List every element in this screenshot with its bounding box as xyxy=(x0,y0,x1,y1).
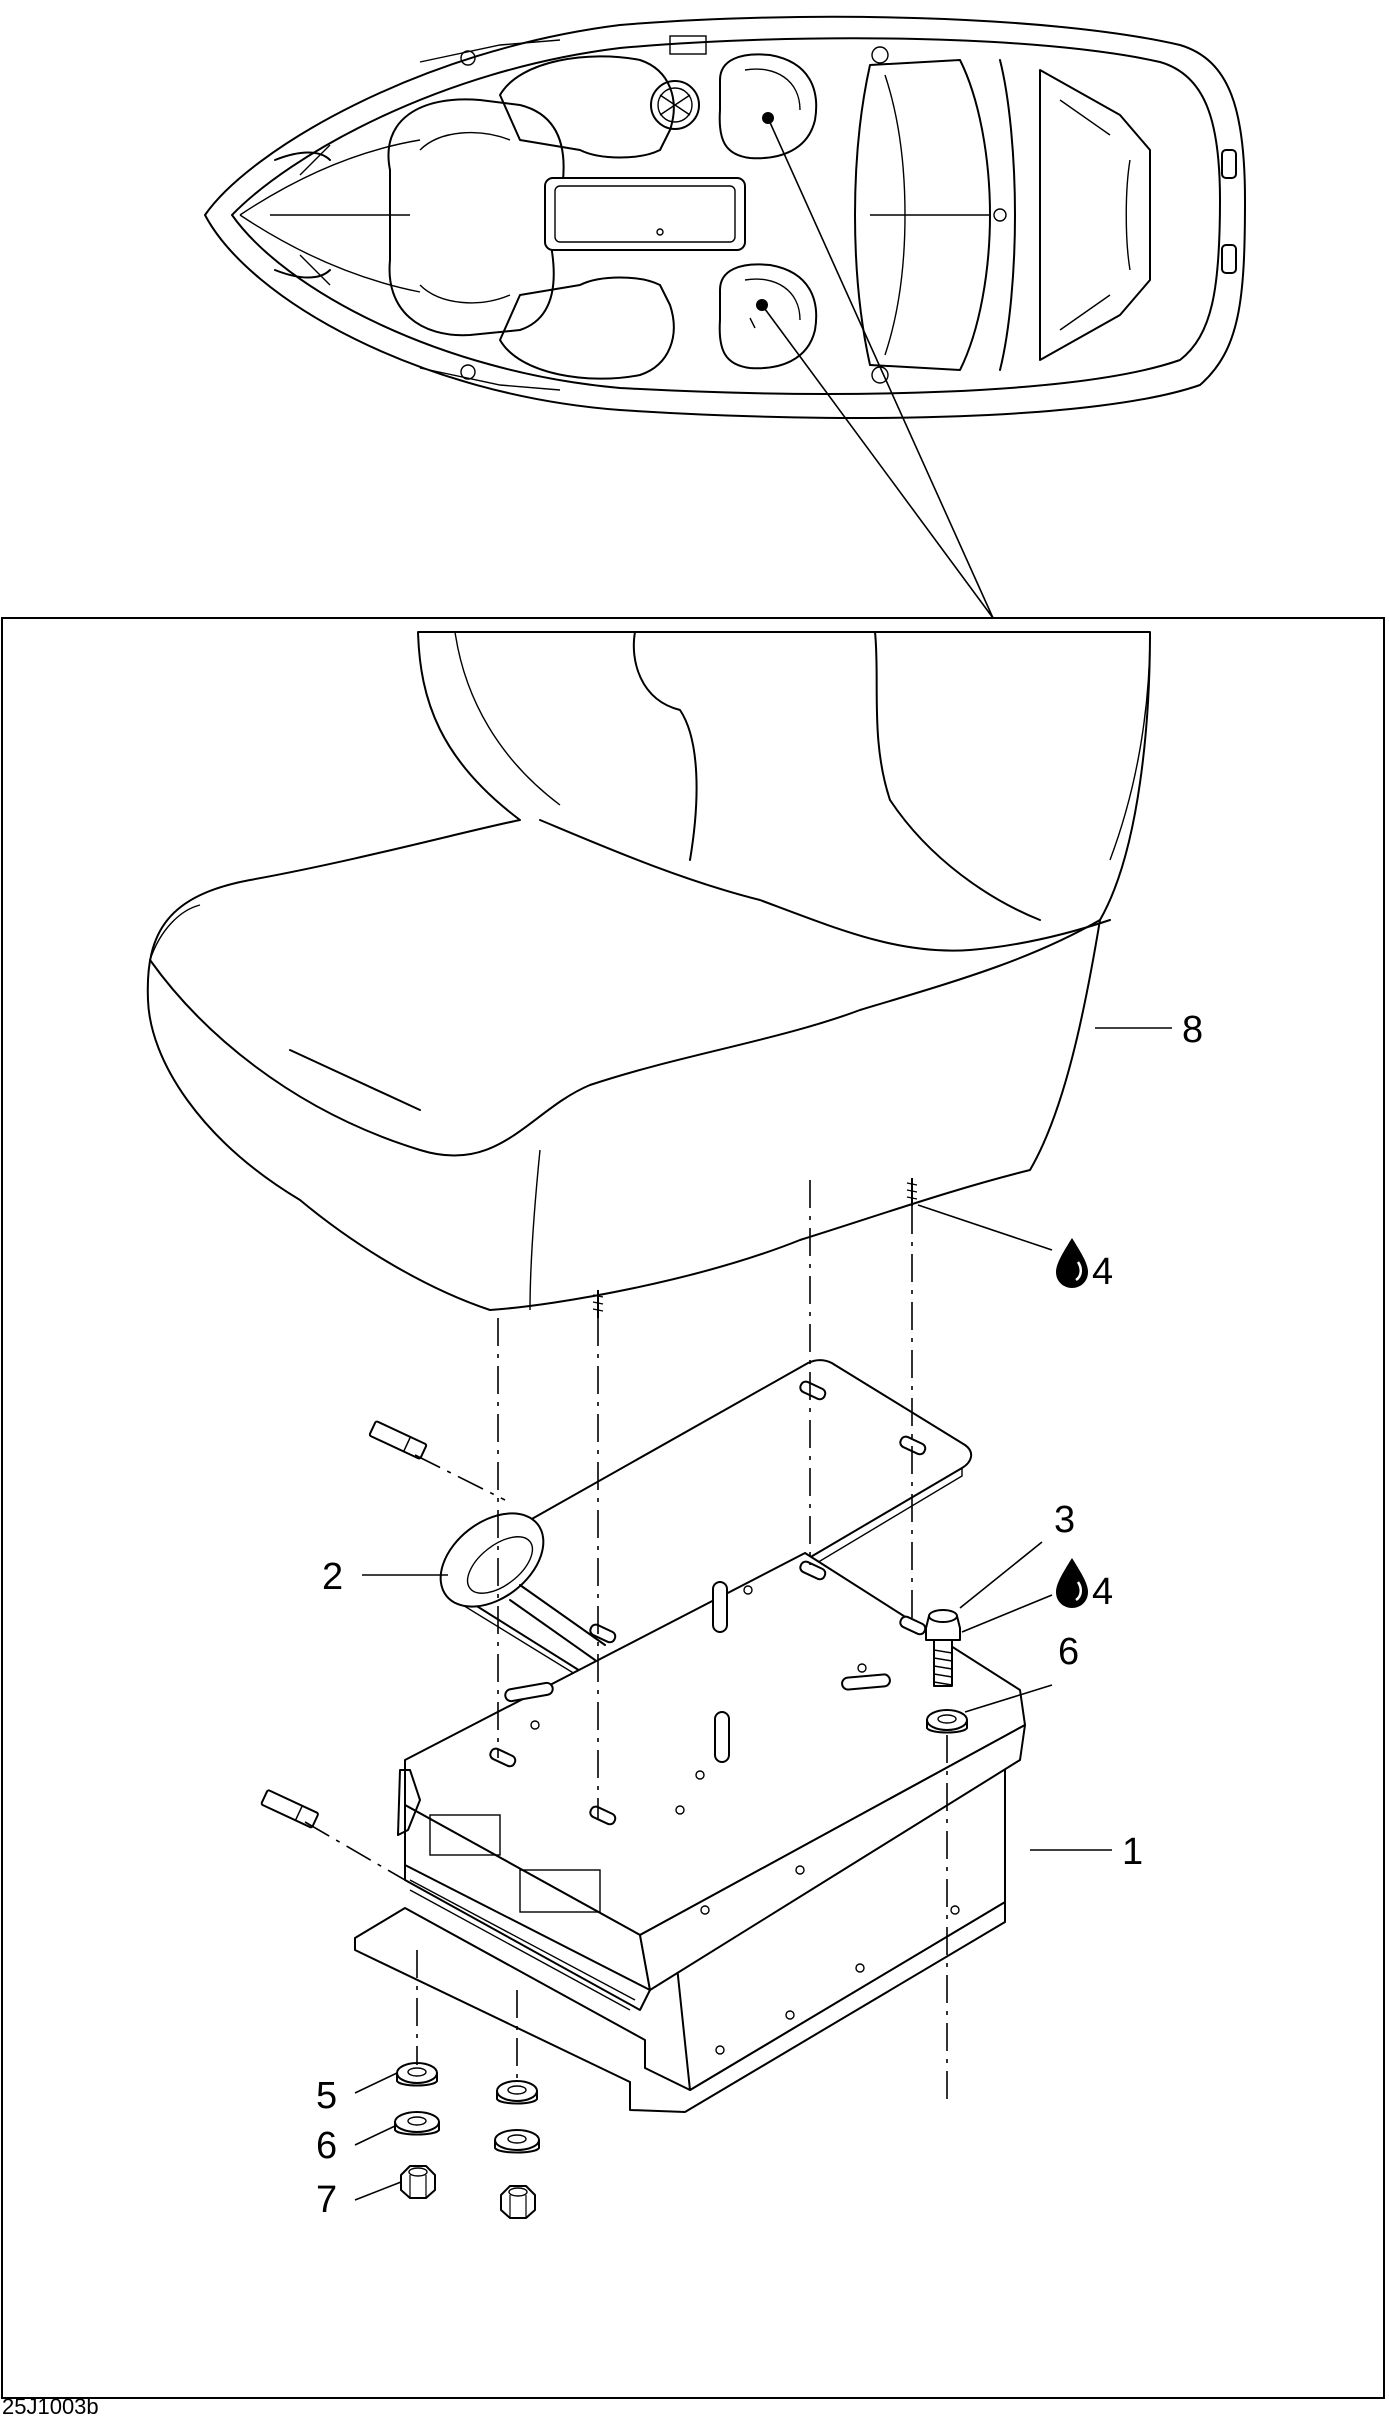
detail-frame xyxy=(1,617,1385,2399)
callout-3: 3 xyxy=(1054,1499,1075,1541)
callout-6-left: 6 xyxy=(316,2125,337,2167)
figure-code: 25J1003b xyxy=(2,2394,99,2419)
washer-right xyxy=(926,1709,968,1734)
callout-8: 8 xyxy=(1182,1009,1203,1051)
thread-locker-callout-lower: 4 xyxy=(1056,1558,1113,1613)
nut-middle xyxy=(500,2185,536,2219)
seat-cushion xyxy=(146,631,1151,1318)
nut-left xyxy=(400,2165,436,2199)
drop-icon xyxy=(1056,1238,1088,1288)
flat-washer-middle xyxy=(494,2129,540,2154)
lock-washer-middle xyxy=(496,2080,538,2105)
callout-4-upper: 4 xyxy=(1092,1251,1113,1293)
lock-washer-left xyxy=(396,2062,438,2087)
boat-top-view xyxy=(204,15,1246,619)
callout-2: 2 xyxy=(322,1556,343,1598)
seat-base xyxy=(260,1420,1026,2113)
callout-leaders xyxy=(354,1027,1172,2201)
callout-4-lower: 4 xyxy=(1092,1571,1113,1613)
seat-stud-right xyxy=(906,1178,918,1206)
seat-stud-left xyxy=(592,1290,604,1318)
thread-locker-callout-upper: 4 xyxy=(1056,1238,1113,1293)
bolt xyxy=(925,1609,961,1687)
callout-7: 7 xyxy=(316,2179,337,2221)
callout-6-right: 6 xyxy=(1058,1631,1079,1673)
assembly-centerlines xyxy=(304,1180,948,2100)
callout-5: 5 xyxy=(316,2075,337,2117)
callout-1: 1 xyxy=(1122,1831,1143,1873)
drop-icon xyxy=(1056,1558,1088,1608)
flat-washer-left xyxy=(394,2111,440,2136)
